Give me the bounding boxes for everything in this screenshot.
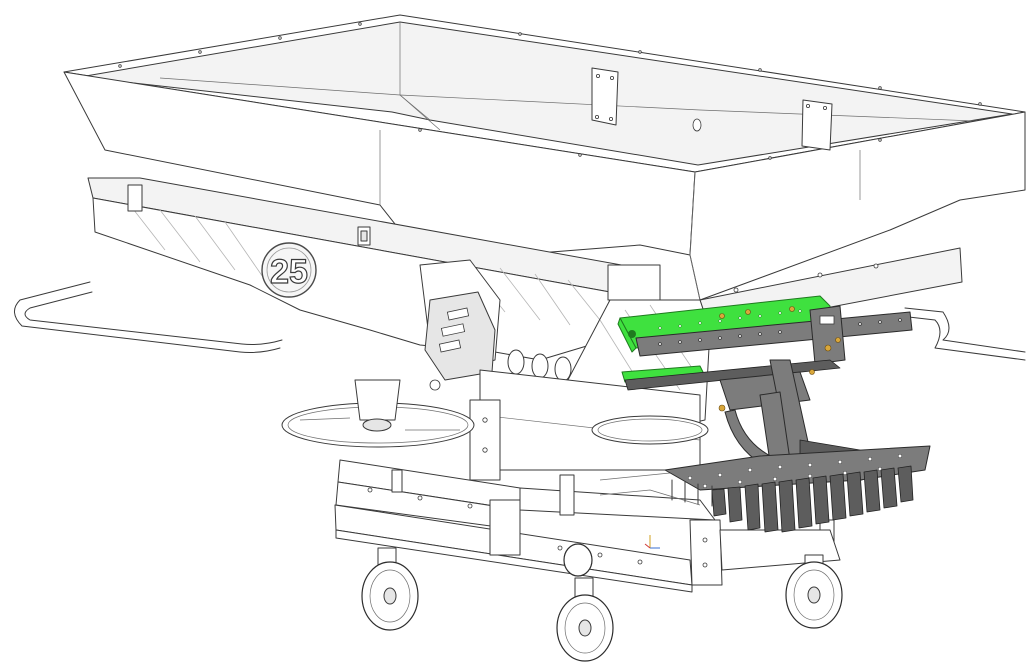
deflector-top-plate — [664, 445, 931, 491]
hopper — [63, 14, 1026, 301]
chassis-frame — [334, 459, 841, 593]
wheel-front-center — [556, 577, 614, 662]
size-badge: 25 — [261, 242, 317, 298]
side-handles — [14, 281, 1026, 361]
adjustment-rail — [635, 305, 913, 365]
wheel-front-right — [785, 554, 843, 629]
deflector-studs — [671, 479, 713, 507]
center-frame — [419, 259, 701, 481]
right-spinner-disc — [591, 415, 709, 445]
deflector-vanes — [711, 465, 914, 533]
wheel-front-left — [361, 547, 419, 631]
rim-rivets — [118, 22, 982, 160]
badge-number: 25 — [270, 253, 308, 291]
left-spinner-disc — [281, 379, 475, 448]
spread-deflector-plate — [664, 445, 931, 533]
wheel-rear — [563, 543, 593, 577]
deflector-arms — [621, 359, 863, 481]
rail-clamp — [809, 305, 846, 365]
